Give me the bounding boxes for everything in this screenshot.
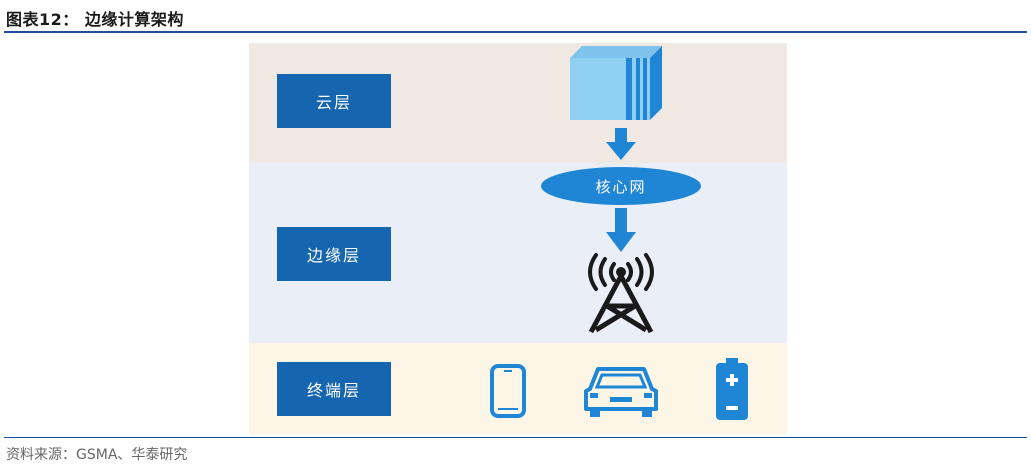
- cell-tower-icon: [588, 253, 654, 334]
- core-network-node: 核心网: [541, 167, 701, 205]
- server-box-icon: [570, 46, 662, 120]
- title-rule: [4, 31, 1027, 33]
- arrow-down-icon: [606, 208, 636, 252]
- cloud-layer-label: 云层: [277, 74, 391, 128]
- edge-layer-label: 边缘层: [277, 227, 391, 281]
- car-icon: [584, 367, 658, 417]
- battery-icon: [716, 358, 748, 420]
- figure-title: 图表12： 边缘计算架构: [6, 10, 184, 29]
- footer-rule: [4, 437, 1027, 438]
- terminal-layer-label: 终端层: [277, 362, 391, 416]
- source-note: 资料来源：GSMA、华泰研究: [6, 447, 188, 463]
- arrow-down-icon: [606, 128, 636, 160]
- smartphone-icon: [490, 364, 526, 418]
